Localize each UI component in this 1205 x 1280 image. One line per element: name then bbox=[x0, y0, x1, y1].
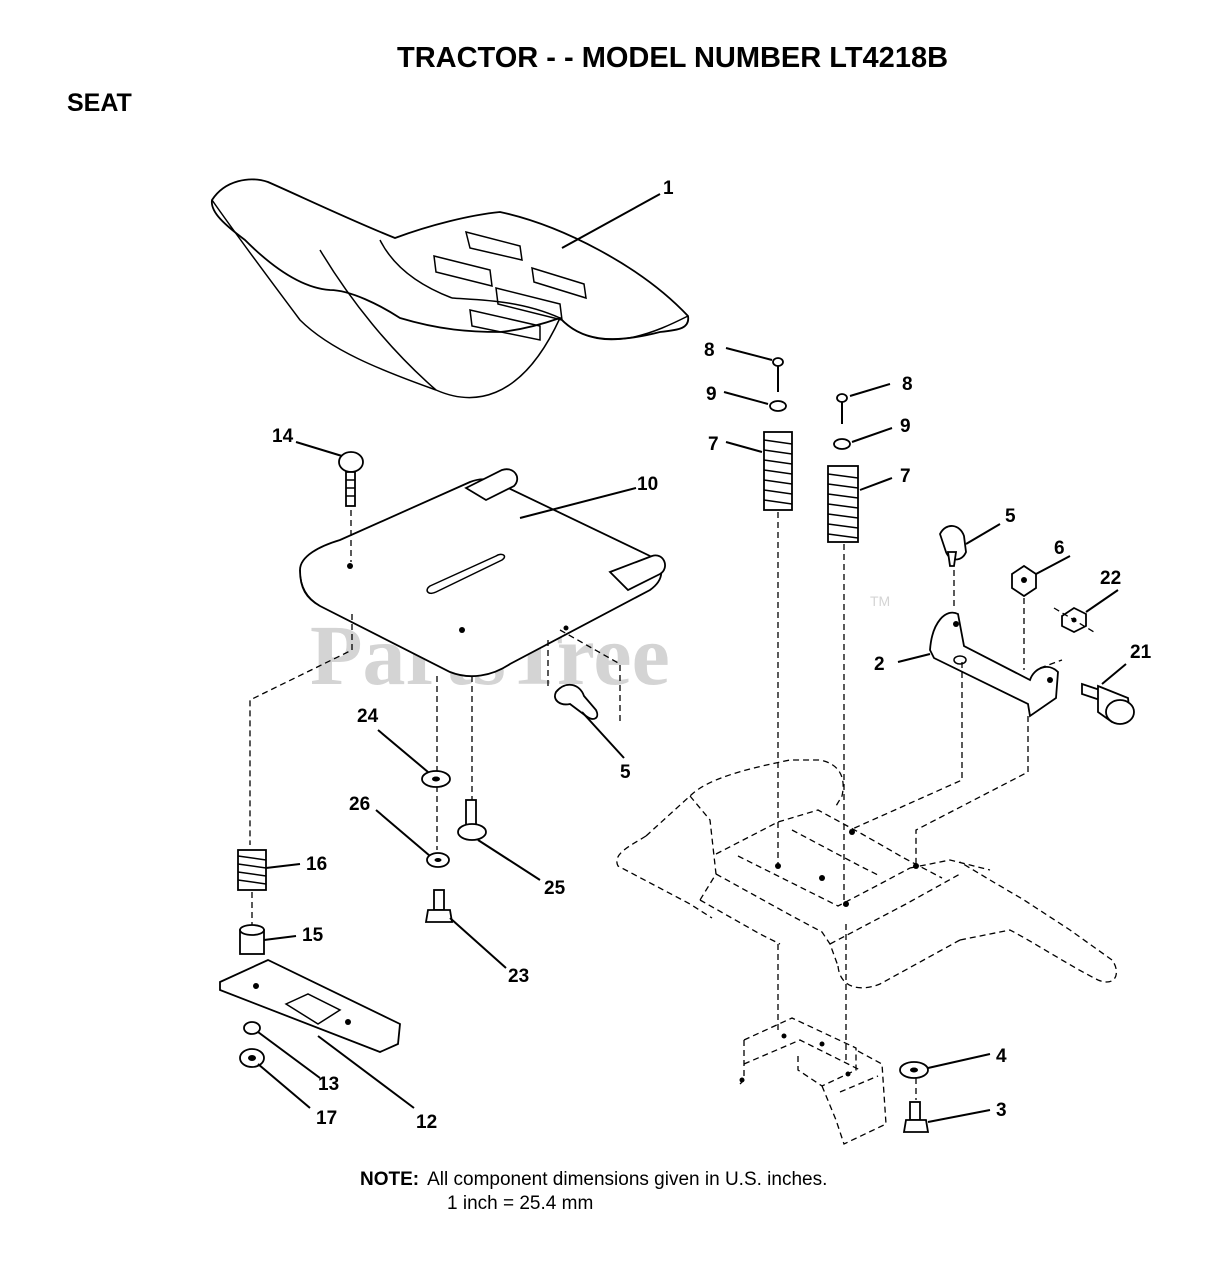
slide-plate-part[interactable] bbox=[219, 959, 415, 1109]
callout-label: 8 bbox=[902, 374, 913, 395]
bolt-part-8-right[interactable] bbox=[836, 383, 891, 424]
callout-label: 25 bbox=[544, 878, 566, 899]
washer-part-9-left[interactable] bbox=[723, 391, 787, 412]
callout-label: 9 bbox=[900, 416, 911, 437]
nut-part-6[interactable] bbox=[1011, 555, 1071, 598]
callout-label: 23 bbox=[508, 966, 529, 987]
nut-part-22[interactable] bbox=[1061, 589, 1119, 634]
callout-label: 15 bbox=[302, 925, 324, 946]
lock-washer-part[interactable] bbox=[375, 809, 450, 868]
callout-label: 13 bbox=[318, 1074, 339, 1095]
callout-label: 6 bbox=[1054, 538, 1065, 559]
note-line-2: 1 inch = 25.4 mm bbox=[447, 1193, 594, 1214]
callout-label: 22 bbox=[1100, 568, 1121, 589]
note-label: NOTE: bbox=[360, 1169, 420, 1190]
callout-label: 5 bbox=[620, 762, 631, 783]
watermark-trademark: TM bbox=[870, 593, 890, 609]
callout-label: 7 bbox=[900, 466, 911, 487]
spacer-part[interactable] bbox=[239, 924, 297, 955]
hex-bolt-part-3[interactable] bbox=[902, 1101, 991, 1133]
hex-bolt-part-23[interactable] bbox=[424, 889, 507, 969]
callout-label: 4 bbox=[996, 1046, 1007, 1067]
clip-part-right[interactable] bbox=[939, 523, 1001, 567]
note-line-1: All component dimensions given in U.S. i… bbox=[427, 1169, 828, 1190]
tractor-frame-outline bbox=[616, 759, 1118, 1145]
callout-label: 12 bbox=[416, 1112, 437, 1133]
page-title: TRACTOR - - MODEL NUMBER LT4218B bbox=[396, 42, 949, 74]
spring-part-16[interactable] bbox=[237, 849, 301, 891]
callout-label: 2 bbox=[874, 654, 885, 675]
bolt-part-25[interactable] bbox=[457, 799, 541, 881]
carriage-bolt-part[interactable] bbox=[295, 441, 364, 507]
callout-label: 24 bbox=[357, 706, 379, 727]
spring-part-7-right[interactable] bbox=[827, 465, 893, 543]
seat-pan-part[interactable] bbox=[299, 468, 666, 678]
washer-part-4[interactable] bbox=[899, 1053, 991, 1079]
bracket-part[interactable] bbox=[897, 611, 1059, 718]
bolt-part-8-left[interactable] bbox=[725, 347, 784, 392]
callout-label: 5 bbox=[1005, 506, 1016, 527]
section-title: SEAT bbox=[67, 89, 132, 117]
callout-label: 8 bbox=[704, 340, 715, 361]
callout-label: 7 bbox=[708, 434, 719, 455]
washer-part-9-right[interactable] bbox=[833, 427, 893, 450]
callout-label: 17 bbox=[316, 1108, 337, 1129]
callout-label: 14 bbox=[272, 426, 294, 447]
shoulder-bolt-part[interactable] bbox=[1081, 663, 1135, 725]
callout-label: 26 bbox=[349, 794, 370, 815]
callout-label: 21 bbox=[1130, 642, 1152, 663]
callout-label: 3 bbox=[996, 1100, 1007, 1121]
dimension-note: NOTE: All component dimensions given in U… bbox=[360, 1168, 827, 1216]
spring-part-7-left[interactable] bbox=[725, 431, 793, 511]
washer-part-17[interactable] bbox=[239, 1048, 311, 1109]
washer-part-24[interactable] bbox=[377, 729, 451, 788]
callout-label: 9 bbox=[706, 384, 717, 405]
callout-label: 10 bbox=[637, 474, 658, 495]
nut-part-13[interactable] bbox=[243, 1021, 321, 1079]
callout-label: 16 bbox=[306, 854, 327, 875]
callout-label: 1 bbox=[663, 178, 674, 199]
clip-part-left[interactable] bbox=[554, 683, 625, 759]
seat-part[interactable] bbox=[211, 178, 690, 399]
